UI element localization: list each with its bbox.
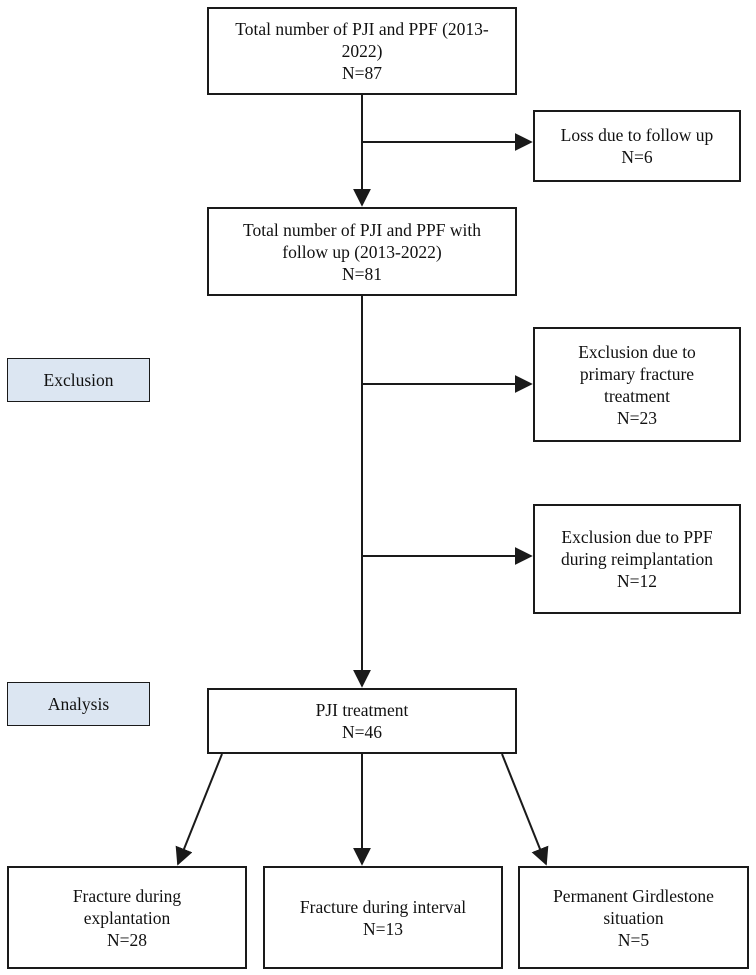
total-cases-box: Total number of PJI and PPF (2013- 2022)… xyxy=(207,7,517,95)
pji-treatment-box: PJI treatment N=46 xyxy=(207,688,517,754)
follow-up-cases-count: N=81 xyxy=(341,263,382,284)
fracture-interval-text-1: Fracture during interval xyxy=(299,896,467,917)
exclusion-reimpl-text-2: during reimplantation xyxy=(560,549,714,569)
girdlestone-text-2: situation xyxy=(603,907,664,928)
arrow-pji-to-girdlestone xyxy=(501,753,549,866)
fracture-explantation-box: Fracture during explantation N=28 xyxy=(7,866,247,969)
total-cases-count: N=87 xyxy=(341,63,382,83)
permanent-girdlestone-box: Permanent Girdlestone situation N=5 xyxy=(518,866,749,969)
exclusion-primary-text-2: primary fracture xyxy=(579,363,695,384)
exclusion-label: Exclusion xyxy=(7,358,150,402)
fracture-explantation-text-2: explantation xyxy=(83,907,171,928)
follow-up-cases-box: Total number of PJI and PPF with follow … xyxy=(207,207,517,296)
pji-treatment-count: N=46 xyxy=(341,722,382,742)
girdlestone-count: N=5 xyxy=(617,929,650,950)
fracture-explantation-text-1: Fracture during xyxy=(72,885,182,906)
exclusion-primary-fracture-box: Exclusion due to primary fracture treatm… xyxy=(533,327,741,442)
exclusion-primary-text-1: Exclusion due to xyxy=(578,341,696,362)
fracture-interval-count: N=13 xyxy=(362,918,403,939)
loss-follow-up-count: N=6 xyxy=(621,147,653,167)
follow-up-cases-text-2: follow up (2013-2022) xyxy=(282,241,442,262)
loss-follow-up-box: Loss due to follow up N=6 xyxy=(533,110,741,182)
total-cases-text-1: Total number of PJI and PPF (2013- xyxy=(235,19,489,39)
pji-treatment-text-1: PJI treatment xyxy=(315,700,409,720)
total-cases-text-2: 2022) xyxy=(341,41,383,61)
exclusion-label-text: Exclusion xyxy=(43,369,114,390)
exclusion-primary-text-3: treatment xyxy=(603,385,671,406)
follow-up-cases-text-1: Total number of PJI and PPF with xyxy=(243,219,481,240)
analysis-label: Analysis xyxy=(7,682,150,726)
fracture-interval-box: Fracture during interval N=13 xyxy=(263,866,503,969)
loss-follow-up-text-1: Loss due to follow up xyxy=(560,125,714,145)
analysis-label-text: Analysis xyxy=(47,693,110,714)
exclusion-reimpl-count: N=12 xyxy=(616,571,657,591)
exclusion-primary-count: N=23 xyxy=(616,407,657,428)
fracture-explantation-count: N=28 xyxy=(106,929,147,950)
exclusion-reimpl-text-1: Exclusion due to PPF xyxy=(561,527,713,547)
exclusion-reimplantation-box: Exclusion due to PPF during reimplantati… xyxy=(533,504,741,614)
girdlestone-text-1: Permanent Girdlestone xyxy=(553,885,714,906)
arrow-pji-to-fx-explant xyxy=(175,753,223,866)
